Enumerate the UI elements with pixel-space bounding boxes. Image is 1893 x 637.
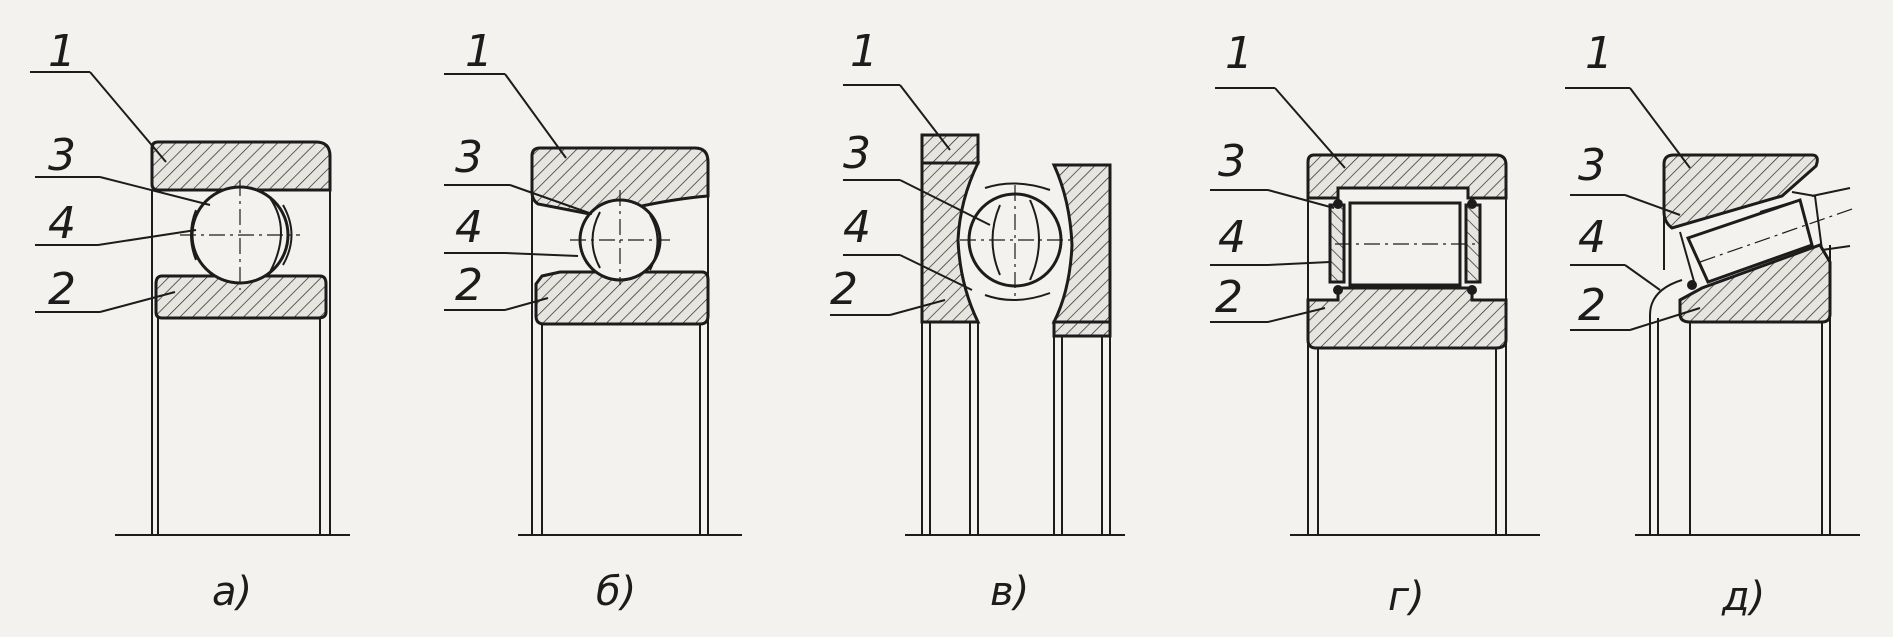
leaders (444, 73, 593, 311)
label-4: 4 (843, 202, 871, 253)
label-3: 3 (48, 130, 76, 181)
panel-caption: г) (1388, 574, 1425, 620)
panel-e: 1 3 4 2 д) (1565, 28, 1860, 620)
label-1: 1 (1585, 28, 1613, 79)
panel-caption: д) (1721, 574, 1765, 620)
shaft-lines (1290, 198, 1540, 536)
shaft-washer (920, 161, 981, 324)
cage (984, 182, 1051, 302)
label-1: 1 (1225, 28, 1253, 79)
outer-ring (1306, 153, 1508, 200)
label-3: 3 (843, 128, 871, 179)
shaft-lines (115, 190, 350, 536)
panel-b: 1 3 4 2 б) (444, 26, 742, 615)
label-2: 2 (1215, 272, 1243, 323)
label-3: 3 (1578, 140, 1606, 191)
label-1: 1 (465, 26, 493, 77)
inner-ring (1306, 286, 1508, 350)
label-2: 2 (830, 264, 858, 315)
outer-ring (1662, 153, 1819, 230)
housing-washer-bottom (1052, 320, 1112, 338)
leaders (1210, 87, 1346, 323)
inner-ring (154, 274, 328, 320)
leaders (830, 84, 991, 316)
shaft-lines (518, 192, 742, 536)
shaft-lines (905, 322, 1125, 536)
label-4: 4 (1218, 212, 1246, 263)
panel-caption: б) (596, 569, 636, 615)
label-4: 4 (1578, 212, 1606, 263)
shaft-lines (1635, 212, 1860, 536)
label-4: 4 (48, 198, 76, 249)
tapered-roller (1685, 198, 1814, 284)
label-1: 1 (48, 26, 76, 77)
inner-ring (534, 270, 710, 326)
panel-c: 1 3 4 2 в) (830, 26, 1125, 615)
leaders (1565, 87, 1701, 331)
label-3: 3 (1218, 136, 1246, 187)
panel-caption: в) (990, 569, 1029, 615)
label-4: 4 (455, 202, 483, 253)
label-2: 2 (48, 264, 76, 315)
leaders (30, 71, 211, 313)
shaft-shoulder (1649, 279, 1683, 535)
panel-a: 1 3 4 2 а) (30, 26, 350, 615)
housing-washer (1051, 163, 1112, 324)
outer-ring (150, 140, 332, 192)
label-3: 3 (455, 132, 483, 183)
label-1: 1 (850, 26, 878, 77)
panel-d: 1 3 4 2 г) (1210, 28, 1540, 620)
label-2: 2 (455, 260, 483, 311)
label-2: 2 (1578, 280, 1606, 331)
panel-caption: а) (212, 569, 252, 615)
